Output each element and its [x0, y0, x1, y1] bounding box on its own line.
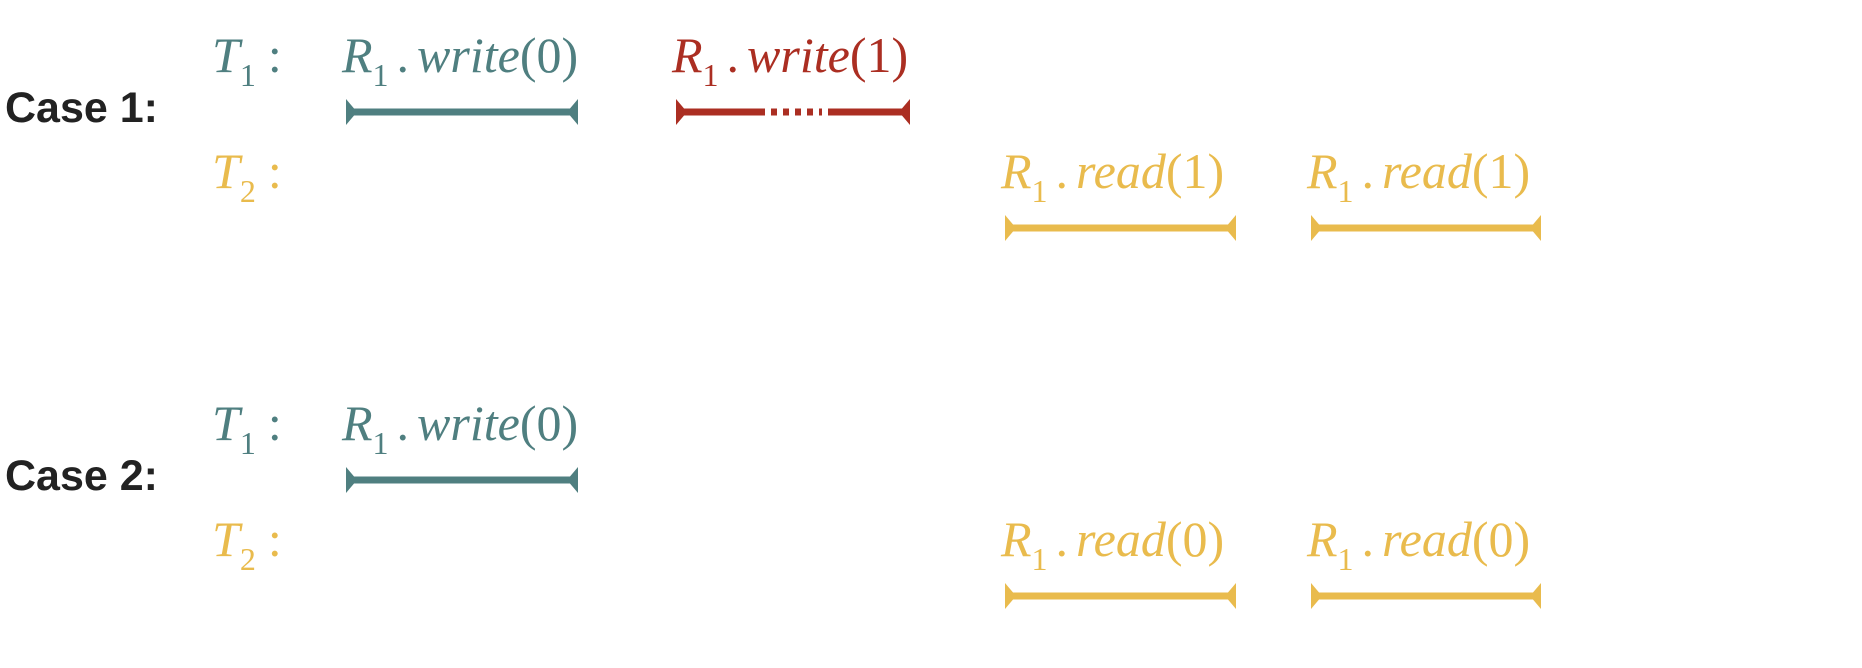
interval-start-cap [1005, 215, 1016, 241]
interval-bar [676, 99, 910, 125]
interval-start-cap [346, 99, 357, 125]
interval-end-cap [1530, 215, 1541, 241]
operation: R1.read(1) [1306, 143, 1541, 241]
operation-label: R1.read(1) [1306, 143, 1530, 209]
case-1: Case 1: T1: R1.write(0) R1.write(1) T2: R1.re… [5, 27, 1541, 241]
interval-end-cap [567, 99, 578, 125]
operation: R1.read(0) [1000, 511, 1236, 609]
case-label: Case 1: [5, 84, 158, 132]
interval-end-cap [1225, 215, 1236, 241]
interval-end-cap [1530, 583, 1541, 609]
interval-bar [1311, 215, 1541, 241]
interval-start-cap [676, 99, 687, 125]
interval-start-cap [1311, 583, 1322, 609]
case-label: Case 2: [5, 452, 158, 500]
interval-end-cap [567, 467, 578, 493]
thread-label: T2: [212, 511, 282, 577]
case-2: Case 2: T1: R1.write(0) T2: R1.read(0) R1.rea… [5, 395, 1541, 609]
operation-label: R1.read(1) [1000, 143, 1224, 209]
operation-label: R1.read(0) [1000, 511, 1224, 577]
interval-bar [1005, 583, 1236, 609]
interval-bar [1311, 583, 1541, 609]
interval-bar [1005, 215, 1236, 241]
operation-label: R1.write(1) [671, 27, 908, 93]
interval-end-cap [1225, 583, 1236, 609]
interval-end-cap [899, 99, 910, 125]
thread-label: T2: [212, 143, 282, 209]
operation-label: R1.write(0) [341, 395, 578, 461]
operation: R1.read(1) [1000, 143, 1236, 241]
interval-bar [346, 99, 578, 125]
operation: R1.write(1) [671, 27, 910, 125]
thread-label: T1: [212, 395, 282, 461]
interval-start-cap [1005, 583, 1016, 609]
operation-label: R1.read(0) [1306, 511, 1530, 577]
operation: R1.write(0) [341, 395, 578, 493]
interval-start-cap [1311, 215, 1322, 241]
interval-start-cap [346, 467, 357, 493]
thread-label: T1: [212, 27, 282, 93]
interval-bar [346, 467, 578, 493]
operation: R1.read(0) [1306, 511, 1541, 609]
operation-label: R1.write(0) [341, 27, 578, 93]
operation: R1.write(0) [341, 27, 578, 125]
